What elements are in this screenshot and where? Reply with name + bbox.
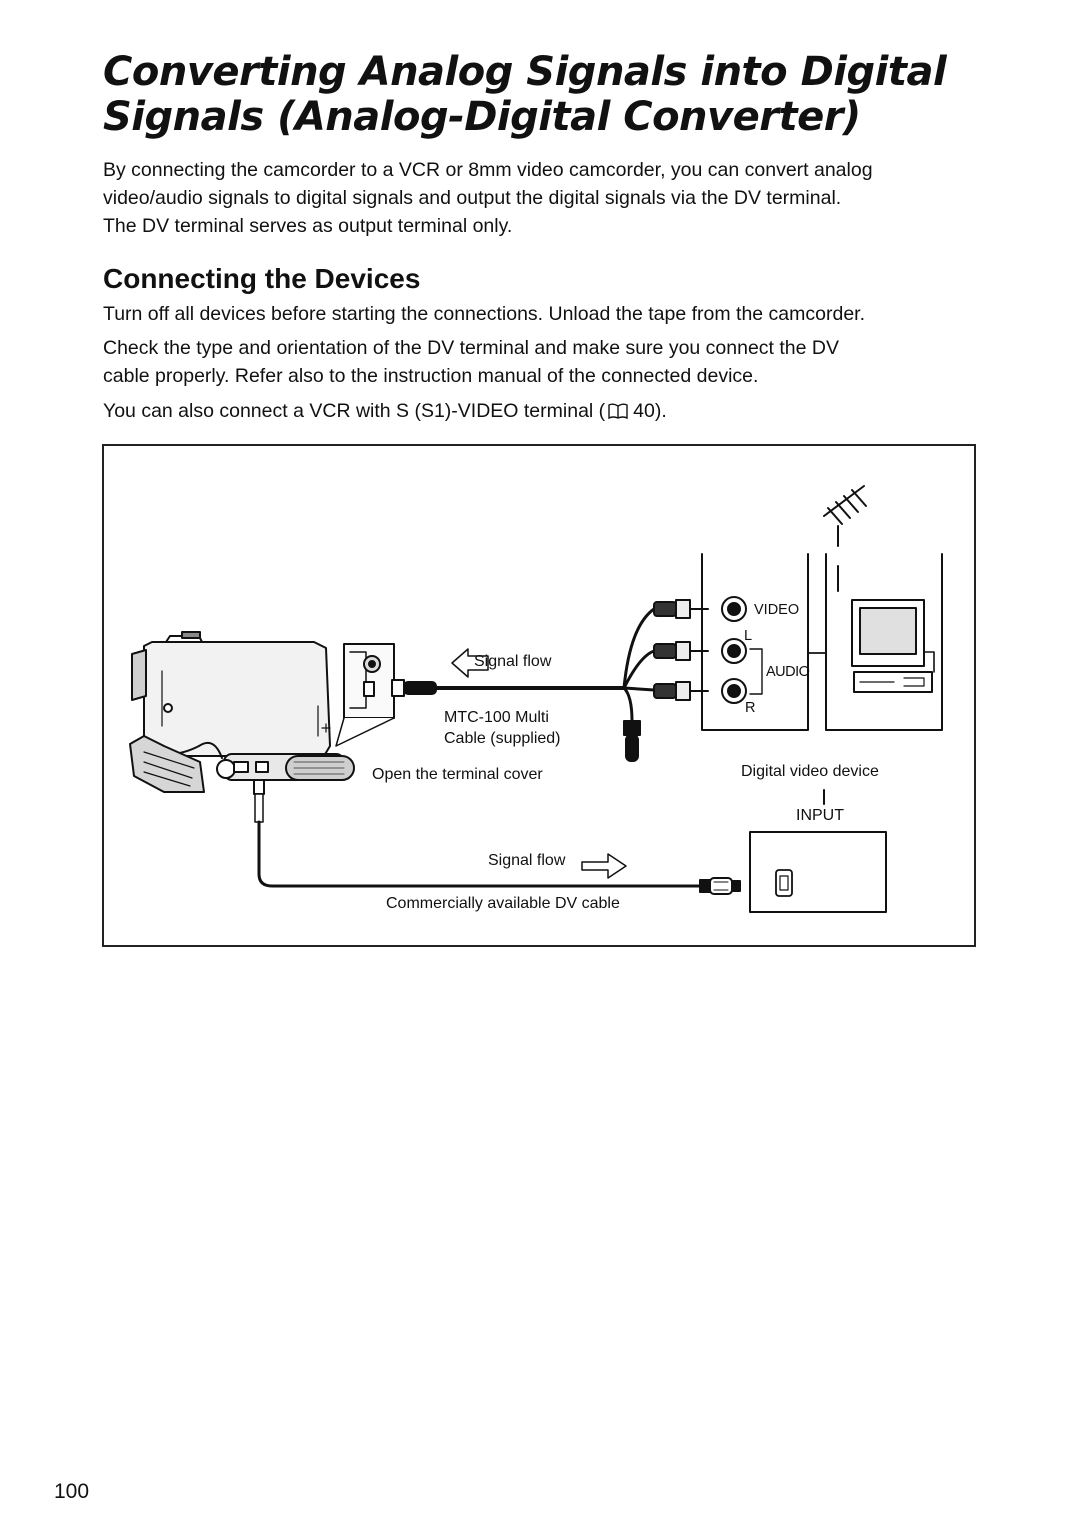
paragraph-turn-off: Turn off all devices before starting the… <box>103 303 866 325</box>
page-number: 100 <box>54 1480 90 1503</box>
section-heading-text: Connecting the Devices <box>103 261 427 297</box>
paragraph-s-video: You can also connect a VCR with S (S1)-V… <box>103 397 988 425</box>
connection-diagram: Signal flow MTC-100 Multi Cable (supplie… <box>102 444 976 947</box>
signal-flow-label-bottom: Signal flow <box>488 852 566 869</box>
dv-cable <box>253 779 741 895</box>
video-jack-label: VIDEO <box>754 602 800 618</box>
multi-cable-label-line-2: Cable (supplied) <box>444 730 561 747</box>
page-title-line-1: Converting Analog Signals into Digital <box>103 49 947 95</box>
book-reference-icon <box>608 403 628 420</box>
signal-flow-label-top: Signal flow <box>474 653 552 670</box>
camcorder-illustration <box>129 631 355 793</box>
paragraph-check-dv-line-1: Check the type and orientation of the DV… <box>103 337 840 359</box>
right-jack-label: R <box>745 700 756 716</box>
paragraph-check-dv-line-2: cable properly. Refer also to the instru… <box>103 365 759 387</box>
connection-diagram-drawing <box>129 485 943 913</box>
dv-cable-label: Commercially available DV cable <box>386 895 620 912</box>
signal-flow-arrow-right <box>581 853 627 879</box>
intro-line-3: The DV terminal serves as output termina… <box>103 215 513 237</box>
digital-device-label: Digital video device <box>741 763 879 780</box>
left-jack-label: L <box>744 628 753 644</box>
page-title-line-2: Signals (Analog-Digital Converter) <box>103 94 861 140</box>
vcr-panel <box>701 553 827 731</box>
input-label: INPUT <box>796 807 844 824</box>
multi-cable-label-line-1: MTC-100 Multi <box>444 709 549 726</box>
rca-plugs <box>653 599 709 701</box>
paragraph-check-dv: Check the type and orientation of the DV… <box>103 334 988 390</box>
signal-flow-arrow-left <box>451 648 489 678</box>
intro-paragraph: By connecting the camcorder to a VCR or … <box>103 156 988 240</box>
terminal-cover-inset <box>335 643 395 747</box>
open-cover-label: Open the terminal cover <box>372 766 543 783</box>
intro-line-1: By connecting the camcorder to a VCR or … <box>103 159 873 181</box>
digital-video-device <box>749 789 887 913</box>
intro-line-2: video/audio signals to digital signals a… <box>103 187 842 209</box>
page-title: Converting Analog Signals into Digital S… <box>103 50 1003 140</box>
paragraph-s-video-text: You can also connect a VCR with S (S1)-V… <box>103 400 606 422</box>
multi-cable <box>391 607 656 762</box>
section-heading: Connecting the Devices <box>103 261 978 297</box>
audio-jack-label: AUDIO <box>766 664 810 680</box>
paragraph-s-video-page-ref: 40). <box>633 400 667 422</box>
tv-illustration <box>823 485 943 731</box>
